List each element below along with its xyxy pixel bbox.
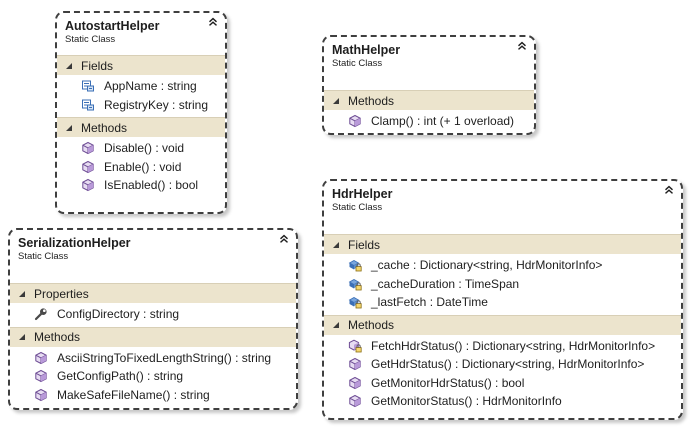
- member-list: FetchHdrStatus() : Dictionary<string, Hd…: [324, 335, 681, 414]
- member-item[interactable]: FetchHdrStatus() : Dictionary<string, Hd…: [324, 337, 681, 356]
- collapse-icon[interactable]: [278, 233, 290, 245]
- member-label: Clamp() : int (+ 1 overload): [371, 114, 515, 129]
- member-item[interactable]: Clamp() : int (+ 1 overload): [324, 112, 534, 131]
- member-list: AsciiStringToFixedLengthString() : strin…: [10, 347, 296, 408]
- member-label: _cache : Dictionary<string, HdrMonitorIn…: [371, 258, 603, 273]
- class-name: HdrHelper: [332, 187, 393, 201]
- class-stereotype: Static Class: [18, 251, 69, 262]
- member-label: _cacheDuration : TimeSpan: [371, 276, 520, 291]
- private-field-icon: [348, 277, 362, 291]
- member-item[interactable]: MakeSafeFileName() : string: [10, 386, 296, 405]
- method-icon: [348, 394, 362, 408]
- member-list: Disable() : void Enable() : void IsEnabl…: [57, 137, 225, 198]
- member-label: RegistryKey : string: [104, 97, 209, 112]
- member-list: AppName : string RegistryKey : string: [57, 75, 225, 117]
- method-icon: [348, 357, 362, 371]
- class-header: MathHelper Static Class: [324, 37, 534, 73]
- member-label: Enable() : void: [104, 159, 182, 174]
- method-icon: [81, 160, 95, 174]
- field-icon: [81, 98, 95, 112]
- class-box-math-helper[interactable]: MathHelper Static Class Methods Clamp() …: [322, 35, 536, 135]
- member-item[interactable]: AppName : string: [57, 77, 225, 96]
- member-label: AsciiStringToFixedLengthString() : strin…: [57, 350, 272, 365]
- member-item[interactable]: _cache : Dictionary<string, HdrMonitorIn…: [324, 256, 681, 275]
- member-label: IsEnabled() : bool: [104, 178, 199, 193]
- member-item[interactable]: GetHdrStatus() : Dictionary<string, HdrM…: [324, 355, 681, 374]
- member-list: ConfigDirectory : string: [10, 303, 296, 327]
- private-field-icon: [348, 295, 362, 309]
- method-icon: [34, 351, 48, 365]
- class-box-hdr-helper[interactable]: HdrHelper Static Class Fields _cache : D…: [322, 179, 683, 420]
- collapse-icon[interactable]: [207, 16, 219, 28]
- section-title: Fields: [81, 58, 114, 73]
- member-list: Clamp() : int (+ 1 overload): [324, 110, 534, 133]
- section-title: Methods: [348, 318, 395, 332]
- member-item[interactable]: _lastFetch : DateTime: [324, 293, 681, 312]
- member-item[interactable]: GetConfigPath() : string: [10, 367, 296, 386]
- member-item[interactable]: GetMonitorHdrStatus() : bool: [324, 374, 681, 393]
- member-list: _cache : Dictionary<string, HdrMonitorIn…: [324, 254, 681, 315]
- section-header-methods[interactable]: Methods: [10, 326, 296, 347]
- class-header: SerializationHelper Static Class: [10, 230, 296, 266]
- member-item[interactable]: Enable() : void: [57, 158, 225, 177]
- section-header-fields[interactable]: Fields: [57, 55, 225, 75]
- section-title: Properties: [34, 286, 89, 301]
- class-stereotype: Static Class: [65, 34, 116, 45]
- method-icon: [81, 141, 95, 155]
- collapse-icon[interactable]: [516, 40, 528, 52]
- class-name: SerializationHelper: [18, 236, 131, 250]
- section-header-methods[interactable]: Methods: [324, 90, 534, 110]
- member-label: MakeSafeFileName() : string: [57, 387, 210, 402]
- member-label: GetMonitorStatus() : HdrMonitorInfo: [371, 394, 562, 409]
- expander-icon[interactable]: [332, 241, 340, 249]
- class-stereotype: Static Class: [332, 58, 383, 69]
- method-icon: [34, 388, 48, 402]
- member-item[interactable]: Disable() : void: [57, 139, 225, 158]
- member-item[interactable]: AsciiStringToFixedLengthString() : strin…: [10, 349, 296, 368]
- method-icon: [348, 114, 362, 128]
- member-item[interactable]: GetMonitorStatus() : HdrMonitorInfo: [324, 392, 681, 411]
- class-header: HdrHelper Static Class: [324, 181, 681, 217]
- class-box-autostart-helper[interactable]: AutostartHelper Static Class Fields AppN…: [55, 11, 227, 214]
- member-label: FetchHdrStatus() : Dictionary<string, Hd…: [371, 338, 656, 353]
- section-title: Methods: [81, 120, 128, 135]
- expander-icon[interactable]: [18, 333, 26, 341]
- class-header: AutostartHelper Static Class: [57, 13, 225, 49]
- expander-icon[interactable]: [332, 97, 340, 105]
- member-item[interactable]: ConfigDirectory : string: [10, 305, 296, 324]
- expander-icon[interactable]: [65, 62, 73, 70]
- collapse-icon[interactable]: [663, 184, 675, 196]
- expander-icon[interactable]: [18, 290, 26, 298]
- member-item[interactable]: RegistryKey : string: [57, 96, 225, 115]
- section-header-properties[interactable]: Properties: [10, 283, 296, 303]
- wrench-icon: [34, 307, 48, 321]
- member-label: ConfigDirectory : string: [57, 307, 180, 322]
- expander-icon[interactable]: [65, 124, 73, 132]
- class-name: MathHelper: [332, 43, 401, 57]
- method-icon: [34, 369, 48, 383]
- private-field-icon: [348, 258, 362, 272]
- member-item[interactable]: IsEnabled() : bool: [57, 176, 225, 195]
- member-item[interactable]: _cacheDuration : TimeSpan: [324, 275, 681, 294]
- section-header-methods[interactable]: Methods: [324, 314, 681, 335]
- member-label: GetHdrStatus() : Dictionary<string, HdrM…: [371, 357, 645, 372]
- member-label: AppName : string: [104, 79, 197, 94]
- member-label: GetConfigPath() : string: [57, 369, 184, 384]
- member-label: Disable() : void: [104, 141, 185, 156]
- section-title: Fields: [348, 237, 381, 252]
- section-header-fields[interactable]: Fields: [324, 234, 681, 254]
- expander-icon[interactable]: [332, 321, 340, 329]
- class-box-serialization-helper[interactable]: SerializationHelper Static Class Propert…: [8, 228, 298, 410]
- field-icon: [81, 79, 95, 93]
- class-name: AutostartHelper: [65, 19, 160, 33]
- section-header-methods[interactable]: Methods: [57, 117, 225, 137]
- class-stereotype: Static Class: [332, 202, 383, 213]
- section-title: Methods: [34, 330, 81, 344]
- method-icon: [81, 178, 95, 192]
- method-icon: [348, 376, 362, 390]
- member-label: _lastFetch : DateTime: [371, 295, 488, 310]
- member-label: GetMonitorHdrStatus() : bool: [371, 375, 525, 390]
- section-title: Methods: [348, 93, 395, 108]
- private-method-icon: [348, 339, 362, 353]
